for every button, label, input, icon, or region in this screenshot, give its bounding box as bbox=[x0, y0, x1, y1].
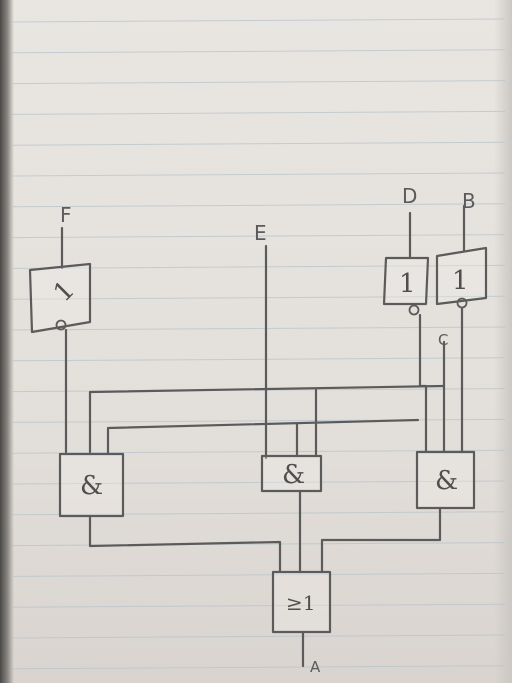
ruled-line bbox=[11, 572, 506, 577]
ruled-line bbox=[11, 326, 506, 331]
ruled-line bbox=[11, 480, 506, 485]
inverter-d-symbol: 1 bbox=[399, 269, 416, 299]
inverter-d-bubble bbox=[408, 304, 420, 316]
ruled-line bbox=[11, 603, 506, 608]
ruled-line bbox=[11, 357, 506, 362]
inverter-f-bubble bbox=[55, 319, 67, 331]
and-gate-left-symbol: & bbox=[80, 471, 103, 501]
inverter-b bbox=[435, 246, 488, 306]
ruled-line bbox=[11, 49, 506, 54]
ruled-line bbox=[11, 203, 506, 208]
wire-and-left-out bbox=[88, 514, 282, 574]
and-gate-left bbox=[58, 452, 125, 518]
or-gate-symbol: ≥1 bbox=[286, 591, 315, 615]
and-gate-right-symbol: & bbox=[435, 466, 458, 496]
inverter-f bbox=[28, 262, 92, 334]
ruled-line bbox=[11, 418, 506, 423]
and-gate-middle bbox=[260, 454, 323, 493]
bus-lower bbox=[106, 418, 420, 456]
ruled-line bbox=[11, 264, 506, 269]
or-gate-output bbox=[271, 570, 332, 634]
wire-and-right-out bbox=[320, 506, 442, 574]
inverter-b-symbol: 1 bbox=[452, 266, 469, 296]
wire-not-d-to-right bbox=[418, 313, 428, 454]
ruled-line bbox=[11, 80, 506, 85]
label-c: C bbox=[438, 331, 448, 349]
page-shadow-left bbox=[0, 0, 14, 683]
label-d: D bbox=[402, 184, 417, 208]
ruled-line bbox=[11, 634, 506, 639]
ruled-line bbox=[11, 234, 506, 239]
ruled-line bbox=[11, 449, 506, 454]
ruled-line bbox=[11, 172, 506, 177]
ruled-line bbox=[11, 295, 506, 300]
label-e: E bbox=[254, 221, 267, 245]
ruled-lines bbox=[11, 18, 506, 670]
and-gate-right bbox=[415, 450, 476, 510]
ruled-line bbox=[11, 18, 506, 23]
inverter-d bbox=[382, 256, 430, 306]
ruled-line bbox=[11, 511, 506, 516]
label-a: A bbox=[310, 658, 321, 676]
label-f: F bbox=[60, 203, 72, 227]
ruled-line bbox=[11, 665, 506, 670]
ruled-line bbox=[11, 141, 506, 146]
label-b: B bbox=[462, 189, 476, 213]
bus-upper bbox=[88, 384, 446, 454]
and-gate-middle-symbol: & bbox=[282, 460, 305, 490]
ruled-line bbox=[11, 110, 506, 115]
